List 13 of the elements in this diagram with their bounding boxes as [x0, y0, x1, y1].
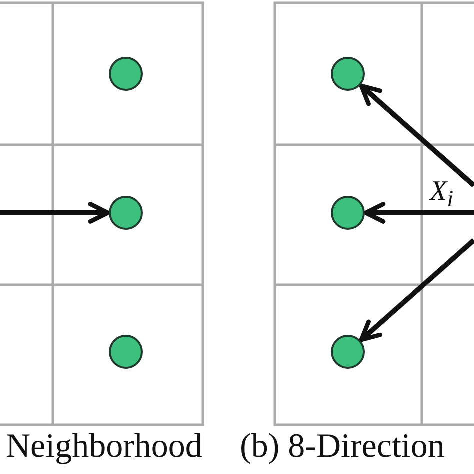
node-circle — [331, 57, 365, 91]
variable-label: X$_{i}$ — [430, 178, 454, 212]
node-circle — [331, 196, 365, 230]
node-circle — [109, 196, 143, 230]
arrow — [359, 84, 474, 188]
node-circle — [109, 335, 143, 369]
caption: Neighborhood — [6, 430, 202, 464]
arrow — [364, 202, 474, 224]
arrow — [0, 202, 110, 224]
node-circle — [109, 57, 143, 91]
node-circle — [331, 335, 365, 369]
caption: (b) 8-Direction — [240, 430, 445, 464]
arrow — [359, 238, 474, 342]
